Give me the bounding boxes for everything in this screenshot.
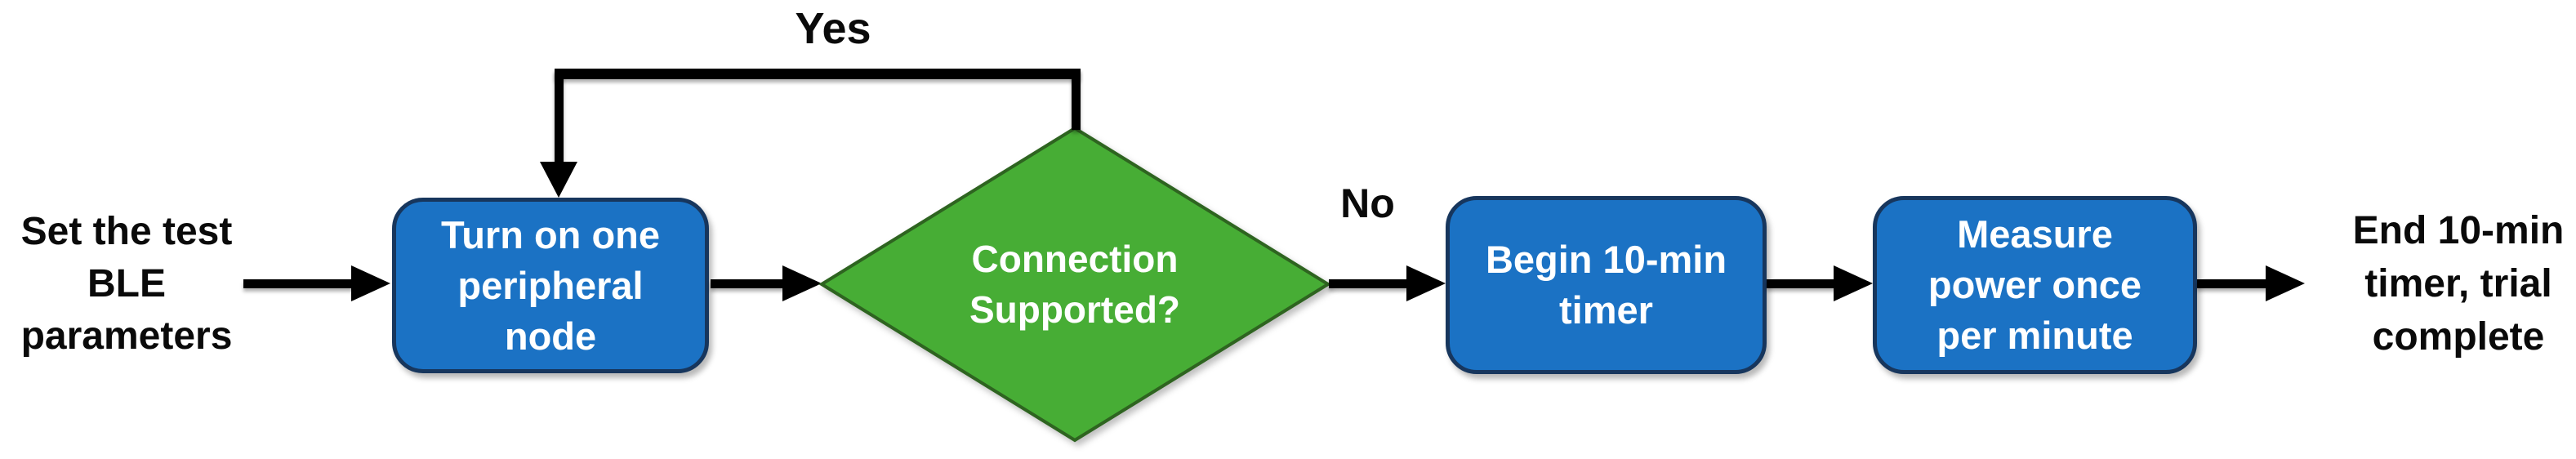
arrow-decision-to-begin-timer-head-icon <box>1406 265 1446 301</box>
arrow-measure-to-end-head-icon <box>2266 265 2305 301</box>
begin-timer-box: Begin 10-min timer <box>1446 196 1767 374</box>
decision-label: Connection Supported? <box>969 238 1181 331</box>
decision-diamond-shape <box>818 126 1331 443</box>
arrow-decision-to-begin-timer-shaft <box>1329 279 1408 288</box>
decision-diamond <box>818 126 1331 443</box>
arrow-start-to-turn-on-head-icon <box>351 265 390 301</box>
yes-loop-vertical-from-diamond <box>1072 69 1081 130</box>
arrow-turn-on-to-decision-head-icon <box>782 265 822 301</box>
arrow-start-to-turn-on-shaft <box>243 279 353 288</box>
end-node-label: End 10-min timer, trial complete <box>2352 209 2565 359</box>
measure-power-box: Measure power once per minute <box>1873 196 2197 374</box>
start-node-label: Set the test BLE parameters <box>20 209 233 358</box>
turn-on-node-box: Turn on one peripheral node <box>392 198 709 373</box>
arrow-begin-to-measure-shaft <box>1767 279 1835 288</box>
arrow-turn-on-to-decision-shaft <box>711 279 784 288</box>
yes-loop-arrow-head-icon <box>540 162 577 198</box>
no-branch-label: No <box>1340 180 1395 226</box>
begin-timer-label: Begin 10-min timer <box>1485 238 1727 332</box>
yes-branch-label: Yes <box>795 4 871 53</box>
measure-power-label: Measure power once per minute <box>1928 212 2142 357</box>
arrow-begin-to-measure-head-icon <box>1834 265 1873 301</box>
yes-loop-vertical-to-box <box>555 70 564 163</box>
arrow-measure-to-end-shaft <box>2197 279 2267 288</box>
turn-on-node-label: Turn on one peripheral node <box>440 212 661 358</box>
yes-loop-horizontal <box>555 69 1081 79</box>
